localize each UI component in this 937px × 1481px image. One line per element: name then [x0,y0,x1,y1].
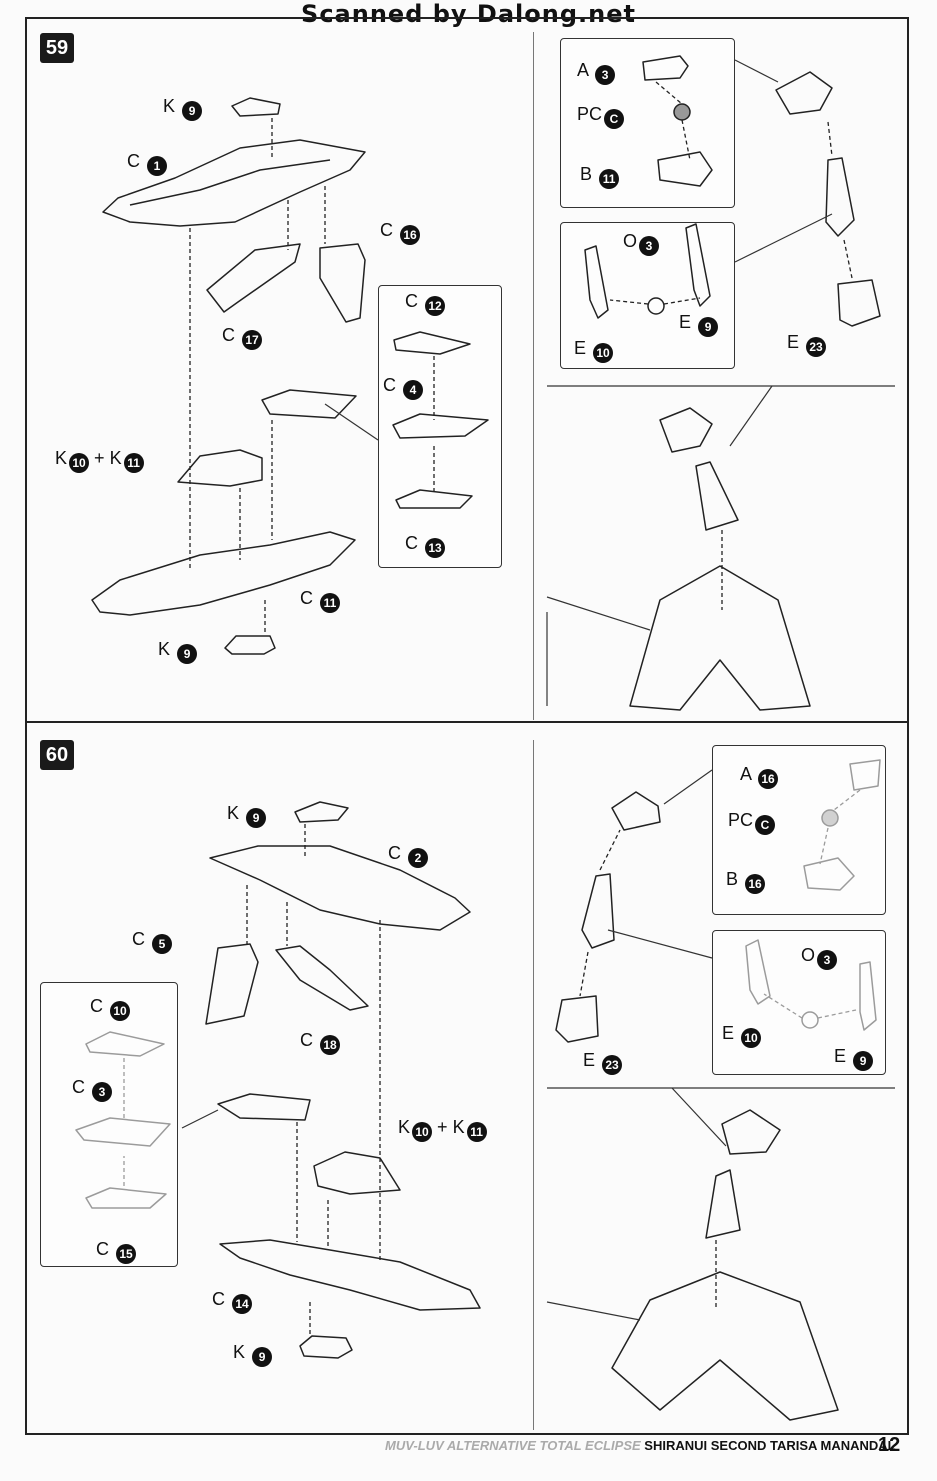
label-c2: C 2 [388,842,429,868]
part-pcc-ball [673,103,691,121]
footer-title: MUV-LUV ALTERNATIVE TOTAL ECLIPSE SHIRAN… [385,1438,896,1453]
column-divider-59 [533,32,534,720]
part-c14-frame [219,1239,481,1311]
part-c18 [275,945,369,1011]
footer-series: MUV-LUV ALTERNATIVE TOTAL ECLIPSE [385,1438,641,1453]
label-b16: B 16 [726,868,766,894]
part-c17 [206,243,301,313]
label-e9-60: E 9 [834,1045,874,1071]
part-b11 [657,151,713,187]
part-o3-ball [647,297,665,315]
part-k9-base-60 [299,1335,353,1359]
label-c13: C 13 [405,532,446,558]
part-shoulder-cap-60 [611,791,661,831]
label-e9-59: E 9 [679,311,719,337]
subassembly-box-59 [378,285,502,568]
part-e23 [837,279,881,327]
part-arm-joint [825,157,855,237]
label-e23-59: E 23 [787,331,827,357]
label-k9-bottom-59: K 9 [158,638,198,664]
label-c16: C 16 [380,219,421,245]
part-arm-assembled-60 [705,1169,741,1239]
label-a16: A 16 [740,763,779,789]
label-a3: A 3 [577,59,616,85]
label-c11: C 11 [300,587,341,613]
footer-model: SHIRANUI SECOND TARISA MANANDAL [644,1438,896,1453]
detail-box-59-joint [560,222,735,369]
label-b11: B 11 [580,163,620,189]
label-c15: C 15 [96,1238,137,1264]
part-a3 [642,55,689,81]
page-number: 12 [878,1434,901,1456]
label-k9-bottom-60: K 9 [233,1341,273,1367]
label-e23-60: E 23 [583,1049,623,1075]
part-k9-cover-60 [294,801,349,823]
detail-box-59-shoulder [560,38,735,208]
part-c4 [392,413,489,439]
part-c-sub-a [261,389,357,419]
label-c4: C 4 [383,374,424,400]
part-c12 [393,331,471,355]
watermark-text: Scanned by Dalong.net [301,0,636,28]
part-c11-frame [91,531,356,616]
part-c16 [319,243,366,323]
label-k9-top-59: K 9 [163,95,203,121]
step-number-60: 60 [40,740,74,770]
detail-box-60-shoulder [712,745,886,915]
part-e23-60 [555,995,599,1043]
part-c13 [395,489,473,509]
page-frame [25,17,909,1435]
label-k9-top-60: K 9 [227,802,267,828]
part-arm-joint-60 [581,873,615,949]
part-shoulder-assembled [659,407,713,453]
part-c2-shell [209,845,471,931]
column-divider-60 [533,740,534,1430]
part-shoulder-assembled-60 [721,1109,781,1155]
label-c5: C 5 [132,928,173,954]
part-torso-59 [629,565,811,711]
part-c5 [205,943,259,1025]
part-k10-k11 [177,449,263,487]
label-e10-60: E 10 [722,1022,762,1048]
label-c17: C 17 [222,324,263,350]
label-c1: C 1 [127,150,168,176]
label-c18: C 18 [300,1029,341,1055]
part-k9-base [224,635,276,655]
part-k9-cover [231,97,281,117]
label-e10-59: E 10 [574,337,614,363]
part-torso-60 [611,1271,839,1421]
part-arm-assembled [695,461,739,531]
step-divider [25,721,909,723]
part-c-sub-b [217,1093,311,1121]
part-k10-k11-60 [313,1151,401,1195]
part-c1-shell [102,139,366,227]
detail-box-60-joint [712,930,886,1075]
part-shoulder-cap [775,71,833,115]
step-number-59: 59 [40,33,74,63]
label-c3: C 3 [72,1076,113,1102]
subassembly-box-60 [40,982,178,1267]
part-e10 [584,245,609,319]
label-c10: C 10 [90,995,131,1021]
part-e9 [685,223,711,307]
label-c14: C 14 [212,1288,253,1314]
label-c12: C 12 [405,290,446,316]
